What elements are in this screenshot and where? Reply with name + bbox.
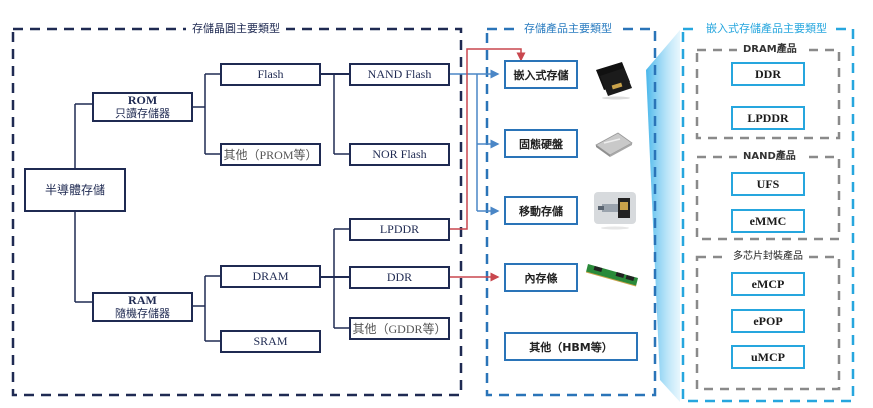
product-ssd[interactable]: 固態硬盤 — [504, 129, 578, 158]
embedded-panel-title: 嵌入式存儲產品主要類型 — [700, 22, 833, 36]
lpddr-label: LPDDR — [379, 222, 420, 236]
ram-node[interactable]: RAM 隨機存儲器 — [92, 292, 193, 322]
product-label: 內存條 — [524, 271, 558, 285]
nor-flash-label: NOR Flash — [372, 147, 427, 161]
prom-other-node[interactable]: 其他（PROM等） — [220, 143, 321, 166]
nand-group-title: NAND產品 — [737, 151, 802, 163]
root-label: 半導體存儲 — [44, 183, 105, 197]
product-label: 其他（HBM等） — [529, 340, 613, 354]
embedded-item-label: eMMC — [749, 213, 787, 228]
embedded-item-lpddr[interactable]: LPDDR — [731, 106, 805, 130]
product-memory-module[interactable]: 內存條 — [504, 263, 578, 292]
products-panel-border — [485, 27, 657, 397]
rom-name: ROM — [127, 92, 158, 107]
flash-node[interactable]: Flash — [220, 63, 321, 86]
ram-sub: 隨機存儲器 — [115, 306, 170, 320]
flash-label: Flash — [257, 67, 284, 81]
nand-flash-label: NAND Flash — [367, 67, 432, 81]
sram-label: SRAM — [253, 334, 288, 348]
root-node[interactable]: 半導體存儲 — [24, 168, 126, 212]
embedded-item-label: LPDDR — [747, 110, 789, 125]
product-mobile[interactable]: 移動存儲 — [504, 196, 578, 225]
ssd-icon — [595, 132, 633, 157]
embedded-item-label: DDR — [755, 66, 781, 81]
gddr-other-node[interactable]: 其他（GDDR等） — [349, 317, 450, 340]
nand-flash-node[interactable]: NAND Flash — [349, 63, 450, 86]
lpddr-node[interactable]: LPDDR — [349, 218, 450, 241]
memory-module-icon — [586, 264, 638, 287]
expansion-fan — [646, 30, 680, 402]
dram-node[interactable]: DRAM — [220, 265, 321, 288]
rom-node[interactable]: ROM 只讀存儲器 — [92, 92, 193, 122]
embedded-item-label: eMCP — [751, 276, 785, 291]
ddr-label: DDR — [386, 270, 413, 284]
gddr-other-label: 其他（GDDR等） — [352, 322, 447, 336]
embedded-item-epop[interactable]: ePOP — [731, 309, 805, 333]
dram-label: DRAM — [252, 269, 289, 283]
embedded-item-umcp[interactable]: uMCP — [731, 345, 805, 369]
product-label: 嵌入式存儲 — [513, 68, 569, 82]
rom-sub: 只讀存儲器 — [115, 106, 170, 120]
sram-node[interactable]: SRAM — [220, 330, 321, 353]
product-other-hbm[interactable]: 其他（HBM等） — [504, 332, 638, 361]
wafer-panel-title: 存儲晶圓主要類型 — [186, 22, 286, 36]
embedded-item-emcp[interactable]: eMCP — [731, 272, 805, 296]
product-label: 固態硬盤 — [519, 137, 563, 151]
ddr-node[interactable]: DDR — [349, 266, 450, 289]
embedded-item-ddr[interactable]: DDR — [731, 62, 805, 86]
products-panel-title: 存儲產品主要類型 — [518, 22, 618, 36]
embedded-chip-icon — [596, 62, 632, 100]
prom-other-label: 其他（PROM等） — [223, 148, 318, 162]
nor-flash-node[interactable]: NOR Flash — [349, 143, 450, 166]
mcp-group-title: 多芯片封裝產品 — [727, 251, 809, 263]
product-label: 移動存儲 — [519, 204, 563, 218]
embedded-item-ufs[interactable]: UFS — [731, 172, 805, 196]
product-embedded[interactable]: 嵌入式存儲 — [504, 60, 578, 89]
embedded-item-label: ePOP — [753, 313, 783, 328]
dram-group-title: DRAM產品 — [737, 44, 803, 56]
ram-name: RAM — [128, 292, 157, 307]
embedded-item-emmc[interactable]: eMMC — [731, 209, 805, 233]
embedded-item-label: uMCP — [751, 349, 785, 364]
embedded-item-label: UFS — [756, 176, 780, 191]
mobile-storage-icon — [594, 192, 636, 230]
